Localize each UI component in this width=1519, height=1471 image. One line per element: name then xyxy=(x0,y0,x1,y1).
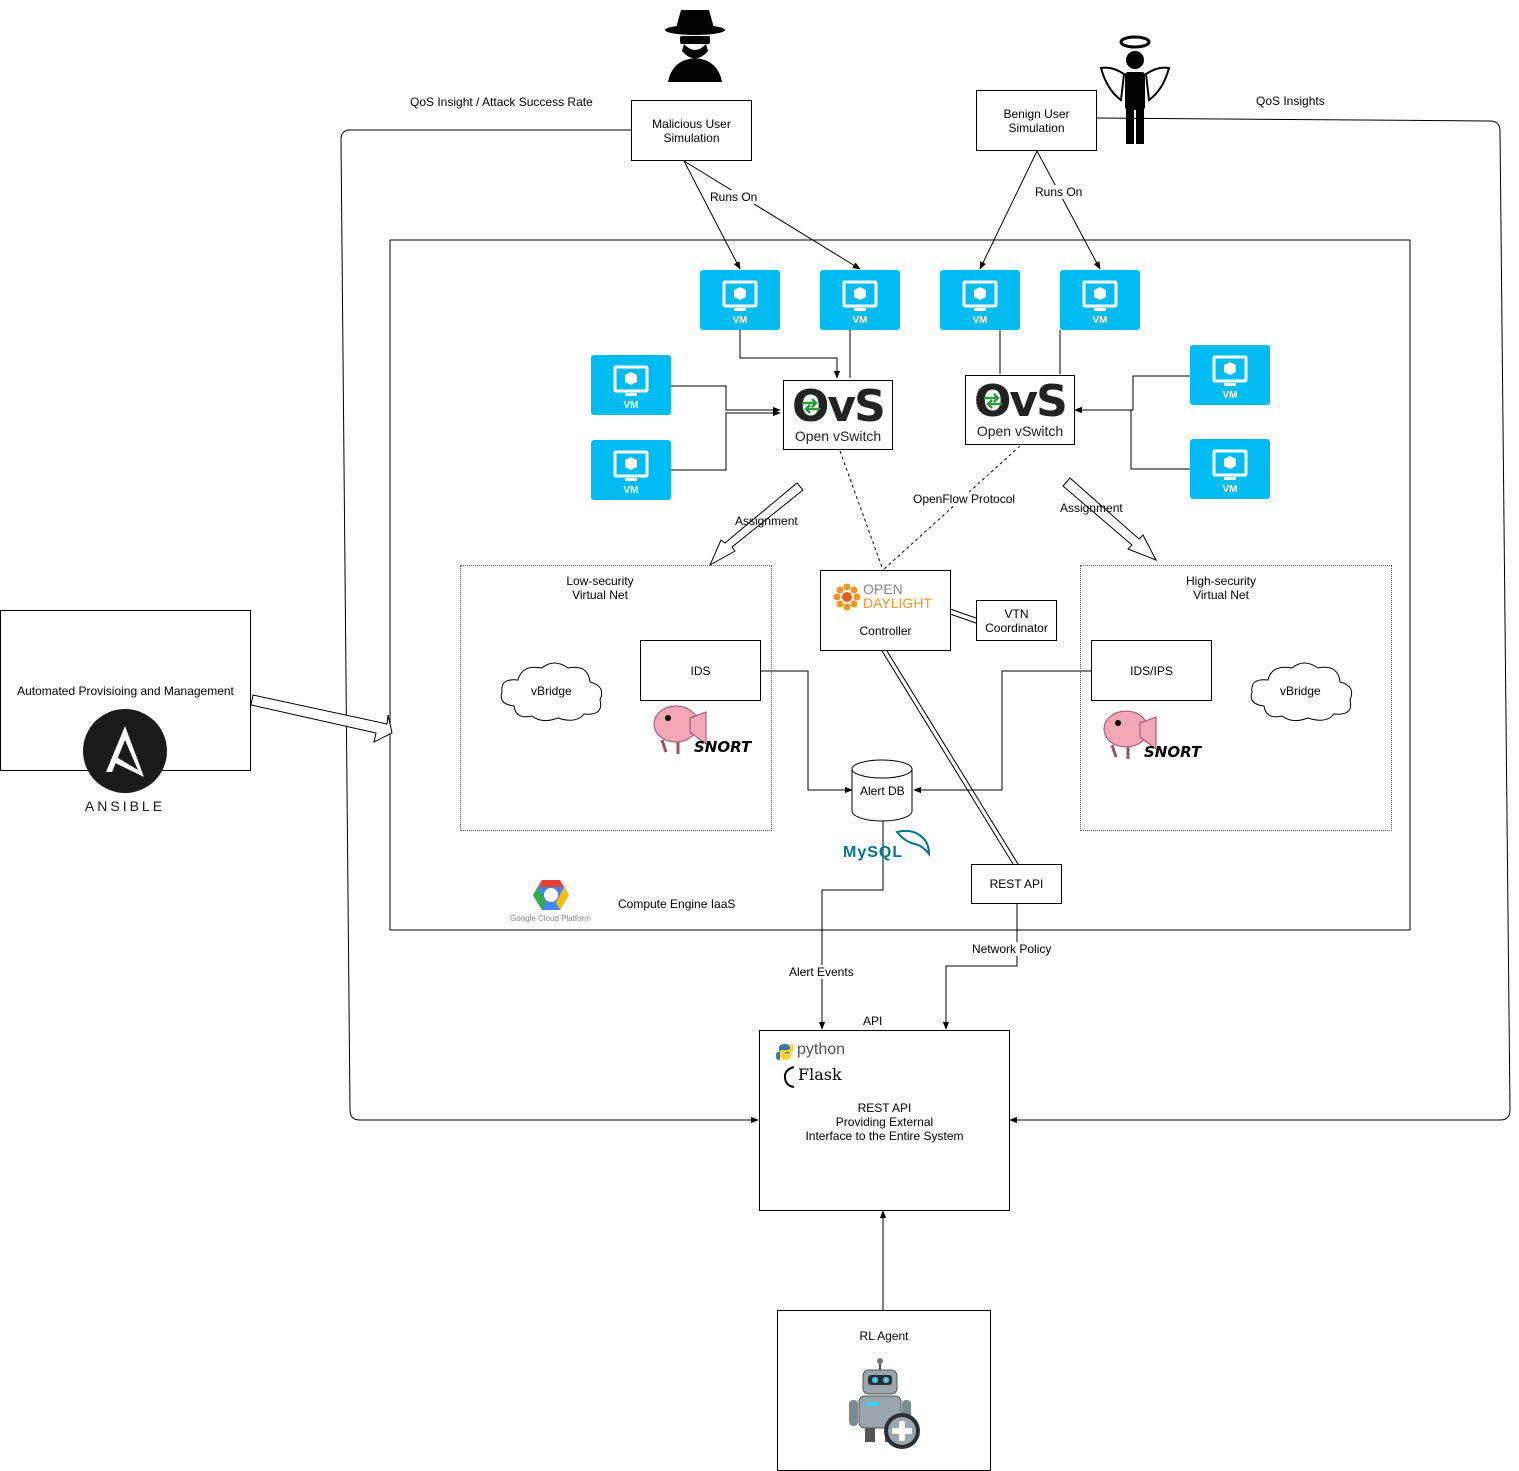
vm-label: VM xyxy=(732,315,748,326)
high-net-title: High-security Virtual Net xyxy=(1185,574,1257,602)
snort-pig-icon: SNORT xyxy=(653,705,752,756)
low-net-title: Low-security Virtual Net xyxy=(566,574,634,602)
vm-top-2: VM xyxy=(820,270,900,330)
ovs-right: OvS Open vSwitch xyxy=(965,375,1075,445)
ansible-logo-icon xyxy=(83,709,167,793)
vm-monitor-icon xyxy=(1082,280,1118,311)
python-logo-icon xyxy=(776,1044,794,1060)
vbridge-left-label: vBridge xyxy=(531,684,572,698)
assignment-right-label: Assignment xyxy=(1060,501,1123,515)
vm-label: VM xyxy=(852,315,868,326)
gcp-logo-text: Google Cloud Platform xyxy=(510,914,591,923)
assignment-arrow-left xyxy=(708,482,804,567)
flask-logo-text: Flask xyxy=(798,1065,842,1084)
high-security-net xyxy=(1080,565,1392,831)
controller-label: Controller xyxy=(859,624,912,638)
compute-engine-label: Compute Engine IaaS xyxy=(618,897,736,911)
vm-top-4: VM xyxy=(1060,270,1140,330)
controller-box: OPEN DAYLIGHT Controller xyxy=(820,570,951,651)
ansible-box-label: Automated Provisioing and Management xyxy=(17,684,234,698)
api-box: python Flask REST API Providing External… xyxy=(759,1030,1010,1211)
vm-label: VM xyxy=(1222,390,1238,401)
malicious-user-label: Malicious User Simulation xyxy=(652,116,731,145)
qos-attack-label: QoS Insight / Attack Success Rate xyxy=(410,95,593,109)
vm-left-1: VM xyxy=(591,355,671,415)
vm-monitor-icon xyxy=(722,280,758,311)
ids-ips-label: IDS/IPS xyxy=(1130,663,1173,678)
ovs-name: Open vSwitch xyxy=(976,423,1064,439)
google-cloud-hexagon-icon xyxy=(533,880,569,910)
rest-api-small-label: REST API xyxy=(989,877,1044,891)
vm-left-2: VM xyxy=(591,440,671,500)
mysql-dolphin-icon xyxy=(895,829,931,857)
vm-label: VM xyxy=(1222,484,1238,495)
rest-api-small-box: REST API xyxy=(971,864,1062,904)
opendaylight-brand-top: OPEN xyxy=(863,581,903,597)
vm-monitor-icon xyxy=(1212,355,1248,386)
mysql-text: MySQL xyxy=(843,844,904,861)
vbridge-cloud-icon xyxy=(1250,662,1353,722)
vm-top-3: VM xyxy=(940,270,1020,330)
vm-monitor-icon xyxy=(962,280,998,311)
openflow-label: OpenFlow Protocol xyxy=(913,492,1016,506)
qos-insights-label: QoS Insights xyxy=(1256,94,1325,108)
ids-ips-box: IDS/IPS xyxy=(1091,640,1212,701)
vm-label: VM xyxy=(1092,315,1108,326)
python-logo-text: python xyxy=(797,1041,846,1058)
benign-user-box: Benign User Simulation xyxy=(976,90,1097,151)
vm-right-1: VM xyxy=(1190,345,1270,405)
benign-user-label: Benign User Simulation xyxy=(1003,106,1070,135)
vtn-coordinator-box: VTN Coordinator xyxy=(976,600,1057,641)
ovs-arrows-icon xyxy=(802,398,820,414)
snort-pig-icon: SNORT xyxy=(1103,710,1202,761)
vm-label: VM xyxy=(972,315,988,326)
ansible-arrow xyxy=(250,694,393,743)
opendaylight-brand-bottom: DAYLIGHT xyxy=(863,595,932,611)
snort-text: SNORT xyxy=(1144,743,1202,761)
ovs-name: Open vSwitch xyxy=(794,428,882,444)
vm-right-2: VM xyxy=(1190,439,1270,499)
assignment-arrow-right xyxy=(1062,477,1158,561)
rl-agent-label: RL Agent xyxy=(859,1329,909,1343)
alert-db-label: Alert DB xyxy=(860,784,905,798)
compute-engine-frame xyxy=(389,239,1411,931)
vm-monitor-icon xyxy=(1212,449,1248,480)
ovs-left: OvS Open vSwitch xyxy=(783,380,893,450)
robot-icon xyxy=(849,1358,920,1449)
api-box-text: REST API Providing External Interface to… xyxy=(805,1101,964,1143)
mysql-logo: MySQL xyxy=(843,828,933,864)
vbridge-cloud-icon xyxy=(500,662,603,722)
vm-monitor-icon xyxy=(613,365,649,396)
ids-box: IDS xyxy=(640,640,761,701)
flask-horn-icon xyxy=(783,1066,795,1088)
ovs-arrows-icon xyxy=(984,393,1002,409)
snort-text: SNORT xyxy=(694,738,752,756)
vm-label: VM xyxy=(623,400,639,411)
low-security-net xyxy=(460,565,772,831)
assignment-left-label: Assignment xyxy=(735,514,798,528)
network-policy-label: Network Policy xyxy=(972,942,1052,956)
angel-icon xyxy=(1099,35,1170,144)
runs-on-right-label: Runs On xyxy=(1035,185,1083,199)
malicious-user-box: Malicious User Simulation xyxy=(631,100,752,161)
api-label: API xyxy=(863,1014,883,1028)
runs-on-left-label: Runs On xyxy=(710,190,758,204)
opendaylight-flower-icon xyxy=(833,583,861,611)
ids-label: IDS xyxy=(690,663,711,678)
vm-monitor-icon xyxy=(613,450,649,481)
vm-top-1: VM xyxy=(700,270,780,330)
vm-label: VM xyxy=(623,485,639,496)
spy-icon xyxy=(665,10,725,82)
vm-monitor-icon xyxy=(842,280,878,311)
vbridge-right-label: vBridge xyxy=(1280,684,1321,698)
alert-db-cylinder xyxy=(851,759,913,822)
ansible-logo-text: ANSIBLE xyxy=(84,798,166,814)
vtn-label: VTN Coordinator xyxy=(985,606,1048,635)
alert-events-label: Alert Events xyxy=(789,965,854,979)
